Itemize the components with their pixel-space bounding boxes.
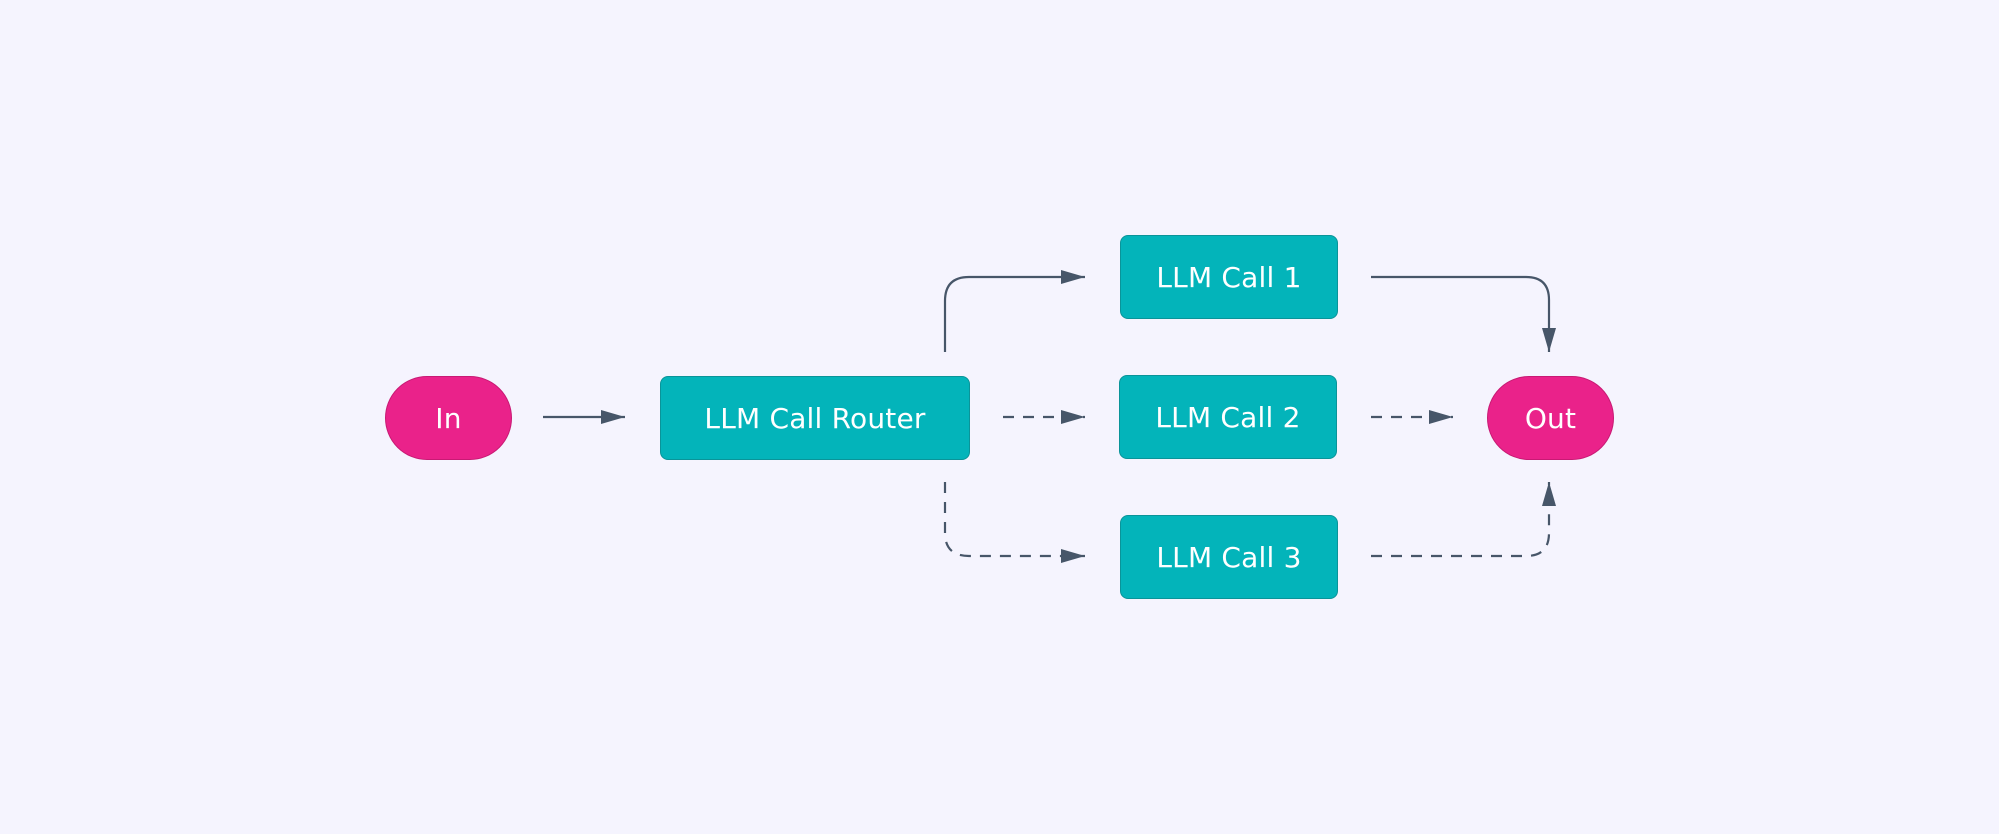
edge-call-1-to-out bbox=[1371, 275, 1556, 352]
node-in-label: In bbox=[435, 401, 462, 435]
node-llm-call-router: LLM Call Router bbox=[660, 376, 970, 460]
node-llm-call-1-label: LLM Call 1 bbox=[1156, 260, 1302, 294]
node-llm-call-2-label: LLM Call 2 bbox=[1155, 400, 1301, 434]
node-in: In bbox=[385, 376, 512, 460]
node-out-label: Out bbox=[1524, 401, 1577, 435]
node-llm-call-router-label: LLM Call Router bbox=[704, 401, 926, 435]
node-llm-call-1: LLM Call 1 bbox=[1120, 235, 1338, 319]
edge-router-to-call-1 bbox=[943, 270, 1085, 352]
node-llm-call-2: LLM Call 2 bbox=[1119, 375, 1337, 459]
node-out: Out bbox=[1487, 376, 1614, 460]
edge-call-3-to-out bbox=[1371, 482, 1556, 558]
edge-router-to-call-3 bbox=[943, 482, 1085, 563]
node-llm-call-3: LLM Call 3 bbox=[1120, 515, 1338, 599]
node-llm-call-3-label: LLM Call 3 bbox=[1156, 540, 1302, 574]
